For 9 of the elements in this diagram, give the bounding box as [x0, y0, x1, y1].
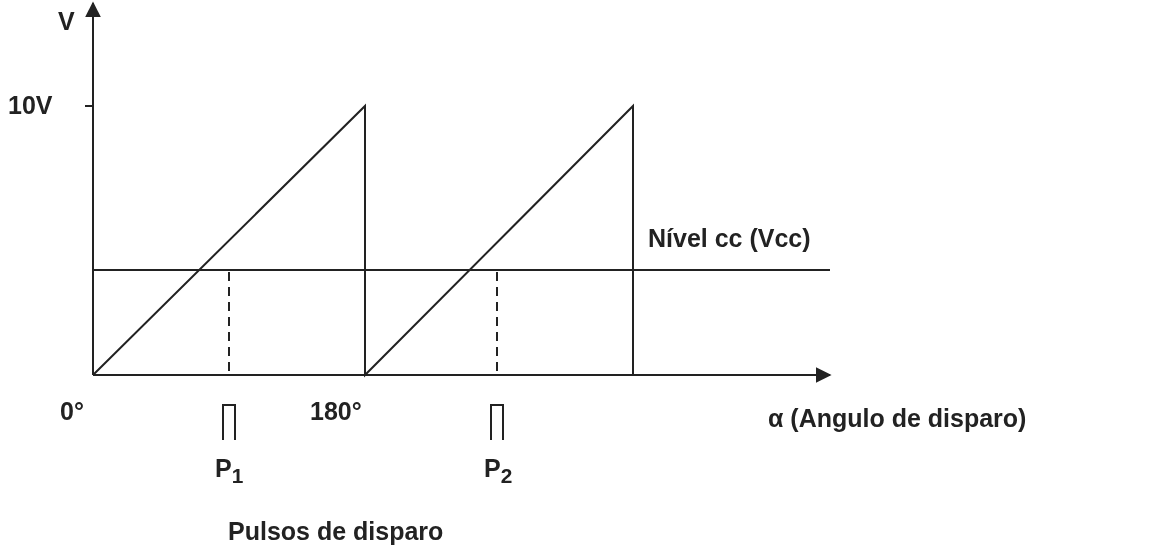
- axis-label: 180°: [310, 398, 362, 426]
- axis-label: Nível cc (Vcc): [648, 225, 811, 253]
- axis-label: Pulsos de disparo: [228, 518, 444, 546]
- axis-label: P$_{1}$: [215, 455, 244, 488]
- axis-label: α (Angulo de disparo): [768, 405, 1027, 433]
- axis-label: 10V: [8, 92, 53, 120]
- axis-label: V: [58, 8, 75, 36]
- axis-label: P$_{2}$: [484, 455, 513, 488]
- axis-label: 0°: [60, 398, 84, 426]
